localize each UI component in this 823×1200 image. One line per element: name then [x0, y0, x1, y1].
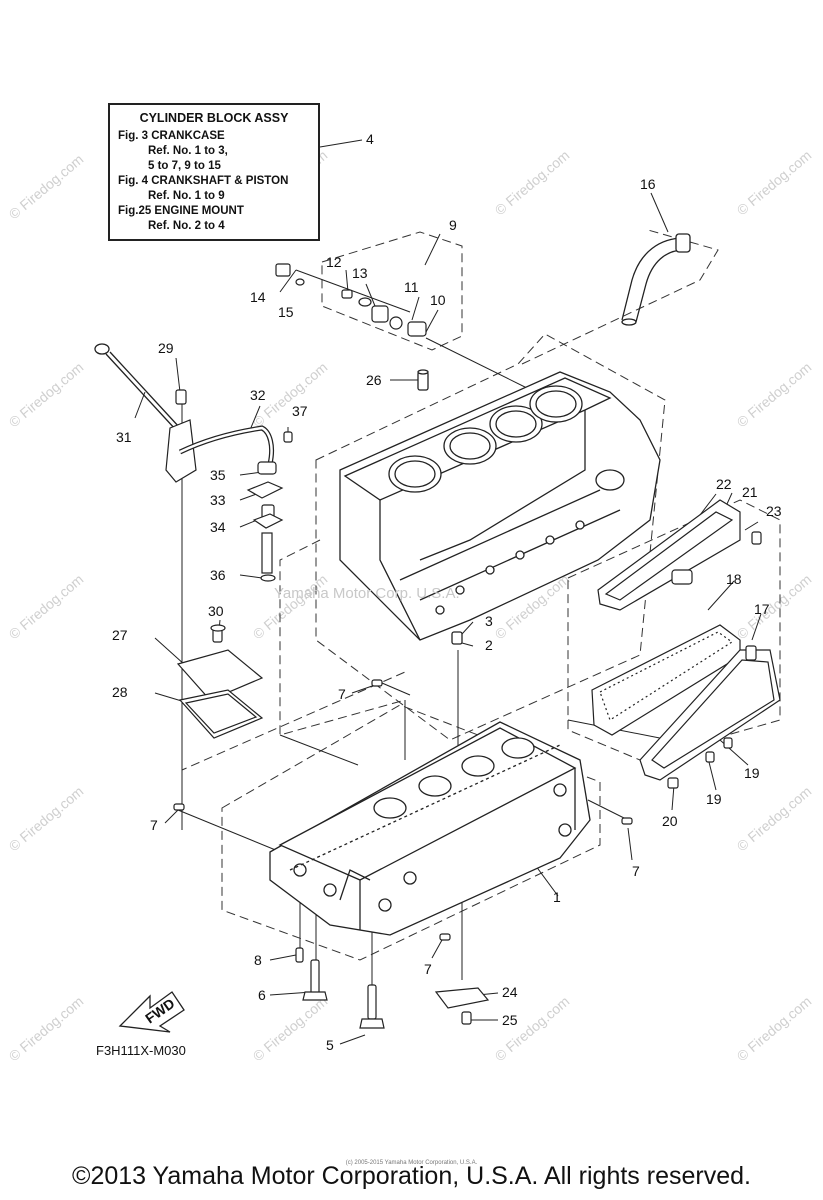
reference-line: Fig. 3 CRANKCASE: [118, 130, 225, 142]
jacket-cover: [597, 499, 762, 611]
watermark: © Firedog.com: [734, 147, 815, 218]
watermark: © Firedog.com: [6, 151, 87, 222]
fitting-group: [275, 263, 427, 337]
callout-36: 36: [210, 567, 226, 583]
callout-5: 5: [326, 1037, 334, 1053]
callout-8: 8: [254, 952, 262, 968]
callout-labels: 1 2 3 4 5 6 7 7 7 7 8 9 10 11 12 13 14 1…: [112, 131, 782, 1053]
callout-7b: 7: [150, 817, 158, 833]
callout-9: 9: [449, 217, 457, 233]
cover-plates: [176, 624, 264, 739]
watermark: © Firedog.com: [734, 359, 815, 430]
watermark: © Firedog.com: [492, 147, 573, 218]
callout-21: 21: [742, 484, 758, 500]
callout-6: 6: [258, 987, 266, 1003]
callout-19b: 19: [706, 791, 722, 807]
watermark: © Firedog.com: [734, 783, 815, 854]
fasteners-bottom: [173, 679, 633, 1029]
callout-12: 12: [326, 254, 342, 270]
hose-part: [621, 233, 691, 326]
copyright-notice: ©2013 Yamaha Motor Corporation, U.S.A. A…: [72, 1162, 751, 1190]
reference-line: Fig.25 ENGINE MOUNT: [118, 205, 244, 217]
callout-33: 33: [210, 492, 226, 508]
callout-32: 32: [250, 387, 266, 403]
watermark: © Firedog.com: [734, 571, 815, 642]
callout-7c: 7: [632, 863, 640, 879]
watermark: © Firedog.com: [6, 993, 87, 1064]
callout-35: 35: [210, 467, 226, 483]
callout-7d: 7: [424, 961, 432, 977]
group-outline-9: [321, 231, 463, 351]
crankcase-lower: [269, 721, 591, 936]
callout-20: 20: [662, 813, 678, 829]
reference-box-title: CYLINDER BLOCK ASSY: [139, 111, 289, 125]
cylinder-block: [339, 369, 661, 645]
callout-30: 30: [208, 603, 224, 619]
callout-10: 10: [430, 292, 446, 308]
callout-4: 4: [366, 131, 374, 147]
callout-23: 23: [766, 503, 782, 519]
group-outline-crankcase: [221, 704, 601, 961]
callout-34: 34: [210, 519, 226, 535]
reference-box: CYLINDER BLOCK ASSY Fig. 3 CRANKCASE Ref…: [108, 103, 320, 241]
reference-line: Ref. No. 2 to 4: [148, 220, 225, 232]
callout-22: 22: [716, 476, 732, 492]
callout-2: 2: [485, 637, 493, 653]
callout-7: 7: [338, 686, 346, 702]
callout-27: 27: [112, 627, 128, 643]
exhaust-cover: [591, 624, 781, 789]
watermark: © Firedog.com: [6, 783, 87, 854]
fwd-arrow-icon: FWD: [118, 991, 185, 1033]
callout-24: 24: [502, 984, 518, 1000]
reference-line: Fig. 4 CRANKSHAFT & PISTON: [118, 175, 289, 187]
drawing-code: F3H111X-M030: [96, 1043, 186, 1058]
callout-37: 37: [292, 403, 308, 419]
callout-11: 11: [404, 279, 419, 295]
watermark: © Firedog.com: [6, 571, 87, 642]
watermark: © Firedog.com: [250, 571, 331, 642]
watermark: © Firedog.com: [492, 993, 573, 1064]
callout-3: 3: [485, 613, 493, 629]
callout-14: 14: [250, 289, 266, 305]
center-watermark: Yamaha Motor Corp. U.S.A.: [274, 585, 460, 602]
group-outline-left: [279, 539, 406, 736]
callout-15: 15: [278, 304, 294, 320]
callout-1: 1: [553, 889, 561, 905]
callout-13: 13: [352, 265, 368, 281]
reference-line: 5 to 7, 9 to 15: [148, 160, 221, 172]
watermark: © Firedog.com: [6, 359, 87, 430]
callout-29: 29: [158, 340, 174, 356]
group-outline-cylinder-block: [315, 333, 666, 741]
callout-25: 25: [502, 1012, 518, 1028]
guide-assembly: [165, 389, 293, 582]
callout-26: 26: [366, 372, 382, 388]
callout-19: 19: [744, 765, 760, 781]
callout-28: 28: [112, 684, 128, 700]
callout-17: 17: [754, 601, 770, 617]
watermark: © Firedog.com: [734, 993, 815, 1064]
tiny-copyright: (c) 2005-2015 Yamaha Motor Corporation, …: [345, 1160, 478, 1166]
group-outline-cover: [567, 499, 781, 761]
watermark: © Firedog.com: [250, 993, 331, 1064]
callout-16: 16: [640, 176, 656, 192]
callout-31: 31: [116, 429, 132, 445]
dipstick-part: [94, 343, 181, 431]
reference-line: Ref. No. 1 to 9: [148, 190, 225, 202]
reference-line: Ref. No. 1 to 3,: [148, 145, 228, 157]
callout-18: 18: [726, 571, 742, 587]
